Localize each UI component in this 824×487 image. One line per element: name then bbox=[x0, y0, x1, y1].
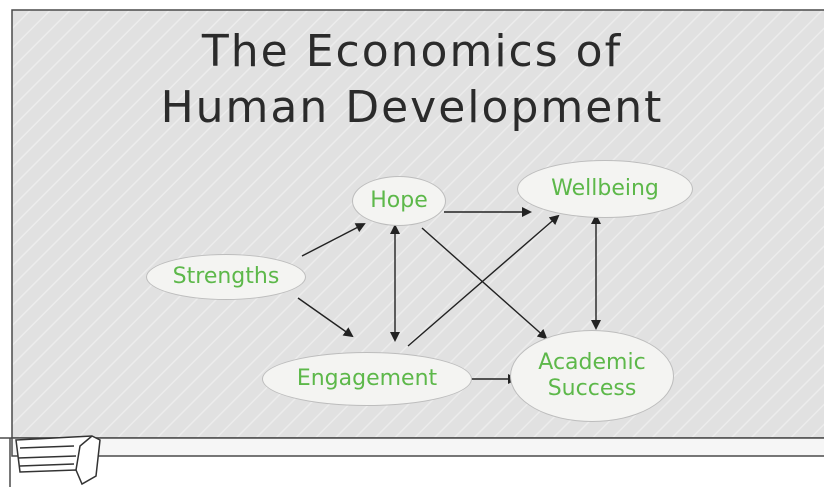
node-academic-label-line1: Academic bbox=[538, 350, 646, 375]
title-line-1: The Economics of bbox=[201, 26, 623, 77]
eraser-icon bbox=[15, 435, 101, 486]
node-engagement: Engagement bbox=[262, 352, 472, 406]
node-academic-success: Academic Success bbox=[510, 330, 674, 422]
title-line-2: Human Development bbox=[160, 82, 664, 133]
arrow-strengths-hope bbox=[301, 223, 366, 257]
diagram-title: The Economics of Human Development bbox=[0, 24, 824, 136]
node-hope: Hope bbox=[352, 176, 446, 226]
arrow-strengths-engagement bbox=[297, 297, 354, 338]
node-strengths: Strengths bbox=[146, 254, 306, 300]
node-academic-label-line2: Success bbox=[547, 376, 637, 401]
node-wellbeing: Wellbeing bbox=[517, 160, 693, 218]
chalk-tray bbox=[11, 437, 824, 457]
node-hope-label: Hope bbox=[370, 188, 428, 213]
arrow-hope-academic bbox=[421, 227, 548, 340]
diagram-arrows bbox=[297, 207, 601, 384]
node-wellbeing-label: Wellbeing bbox=[551, 176, 659, 201]
node-strengths-label: Strengths bbox=[172, 264, 280, 289]
arrow-engagement-wellbeing bbox=[407, 214, 560, 347]
node-engagement-label: Engagement bbox=[296, 366, 438, 391]
